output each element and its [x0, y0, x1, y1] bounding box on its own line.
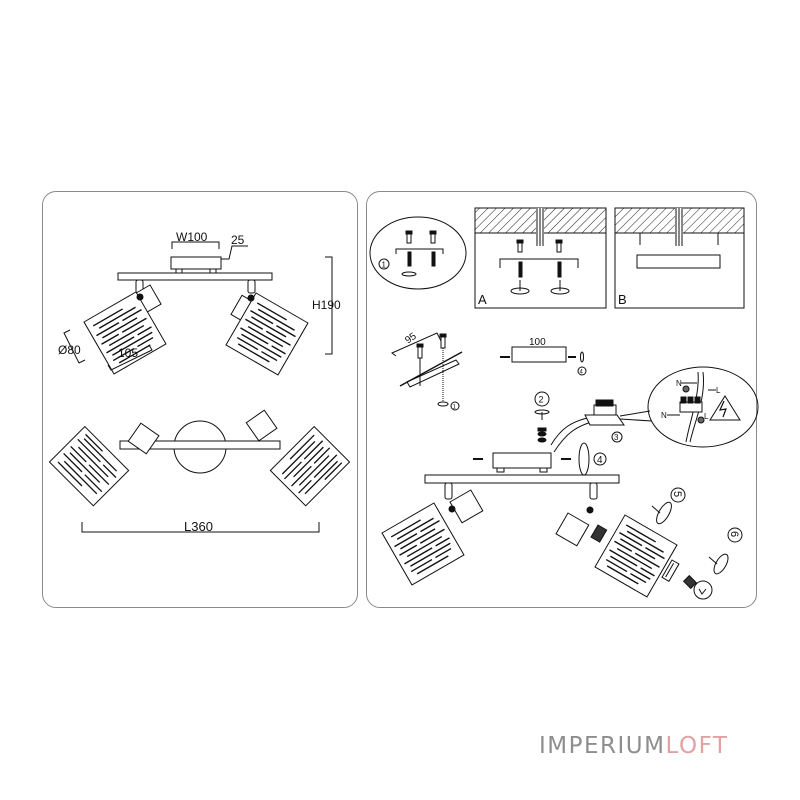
brand-logo: IMPERIUMLOFT [539, 733, 728, 759]
step-1-marker: 1 [382, 261, 387, 270]
mounting-variant-a [474, 207, 607, 309]
step-2-marker: 2 [539, 395, 544, 405]
depth-label: 25 [231, 233, 245, 247]
wire-live-top: L [716, 386, 721, 395]
logo-part-2: LOFT [665, 733, 729, 759]
assembly-drawing [382, 442, 743, 600]
step-5-marker: 5 [671, 491, 683, 497]
step-1-callout [369, 216, 467, 290]
step-3-marker: 3 [614, 433, 619, 442]
variant-a-label: A [478, 292, 487, 307]
wire-live-bottom: L [704, 412, 709, 421]
top-view-drawing [48, 409, 351, 533]
shade-diameter-label: Ø80 [58, 343, 81, 357]
shade-length-label: 105 [118, 346, 138, 360]
length-label: L360 [184, 519, 213, 534]
side-view-drawing [63, 241, 333, 375]
logo-part-1: IMPERIUM [539, 733, 666, 759]
step-6-marker: 6 [728, 531, 740, 537]
step-1-inline-marker: 1 [453, 405, 457, 411]
canopy-length-label: 100 [529, 337, 546, 348]
variant-b-label: B [618, 292, 627, 307]
canopy-drawing [500, 346, 587, 376]
step-4-marker: 4 [597, 455, 603, 466]
wire-neutral-top: N [676, 379, 682, 388]
width-label: W100 [176, 230, 208, 244]
step-4-small-marker: 4 [580, 370, 584, 376]
mounting-bracket-drawing [391, 332, 463, 411]
wiring-drawing [534, 366, 759, 453]
wire-neutral-bottom: N [661, 411, 667, 420]
mounting-variant-b [614, 207, 745, 309]
height-label: H190 [312, 298, 341, 312]
